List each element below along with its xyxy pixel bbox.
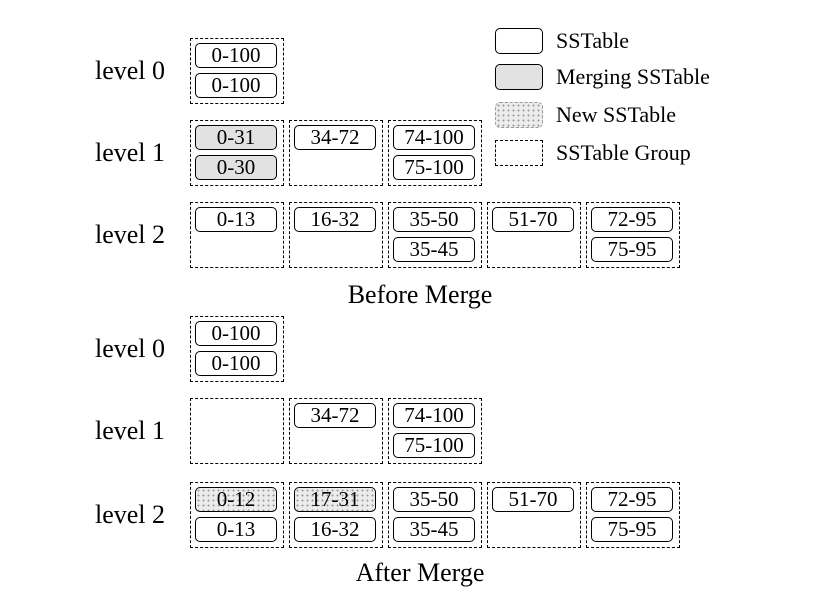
sstable-group: 51-70 (487, 202, 581, 268)
sstable: 72-95 (591, 487, 673, 512)
legend-sstable-swatch (495, 28, 543, 54)
sstable-group: 35-50 35-45 (388, 202, 482, 268)
sstable: 35-50 (393, 487, 475, 512)
sstable-group: 34-72 (289, 120, 383, 186)
sstable-group: 34-72 (289, 398, 383, 464)
merging-sstable: 0-30 (195, 155, 277, 180)
sstable: 0-100 (195, 73, 277, 98)
before-level-2-label: level 2 (95, 220, 166, 249)
before-level-0-label: level 0 (95, 56, 166, 85)
sstable: 74-100 (393, 125, 475, 150)
sstable: 72-95 (591, 207, 673, 232)
legend-merging-swatch (495, 64, 543, 90)
legend-merging-label: Merging SSTable (556, 64, 710, 89)
sstable-group: 72-95 75-95 (586, 202, 680, 268)
legend-new-swatch (495, 102, 543, 128)
legend-group-swatch (495, 140, 543, 166)
sstable: 0-100 (195, 351, 277, 376)
sstable-group (190, 398, 284, 464)
sstable: 0-100 (195, 43, 277, 68)
merging-sstable: 0-31 (195, 125, 277, 150)
sstable: 16-32 (294, 517, 376, 542)
sstable: 16-32 (294, 207, 376, 232)
sstable-group: 35-50 35-45 (388, 482, 482, 548)
sstable: 34-72 (294, 403, 376, 428)
sstable: 35-45 (393, 237, 475, 262)
after-level-2-label: level 2 (95, 500, 166, 529)
before-level-1-label: level 1 (95, 138, 166, 167)
after-level-0-label: level 0 (95, 334, 166, 363)
sstable-group: 0-12 0-13 (190, 482, 284, 548)
sstable-group: 17-31 16-32 (289, 482, 383, 548)
legend-sstable-label: SSTable (556, 28, 630, 53)
new-sstable: 0-12 (195, 487, 277, 512)
sstable: 0-13 (195, 517, 277, 542)
after-merge-caption: After Merge (355, 558, 485, 587)
sstable: 75-95 (591, 517, 673, 542)
sstable-group: 0-100 0-100 (190, 316, 284, 382)
sstable: 75-100 (393, 433, 475, 458)
sstable: 51-70 (492, 207, 574, 232)
before-merge-caption: Before Merge (347, 280, 493, 309)
sstable-group: 16-32 (289, 202, 383, 268)
sstable-group: 0-100 0-100 (190, 38, 284, 104)
legend-new-label: New SSTable (556, 102, 677, 127)
sstable: 0-13 (195, 207, 277, 232)
sstable-group: 74-100 75-100 (388, 398, 482, 464)
sstable: 35-45 (393, 517, 475, 542)
sstable: 35-50 (393, 207, 475, 232)
sstable: 75-100 (393, 155, 475, 180)
sstable-group: 74-100 75-100 (388, 120, 482, 186)
sstable: 51-70 (492, 487, 574, 512)
sstable: 34-72 (294, 125, 376, 150)
sstable-group: 0-31 0-30 (190, 120, 284, 186)
new-sstable: 17-31 (294, 487, 376, 512)
sstable: 74-100 (393, 403, 475, 428)
after-level-1-label: level 1 (95, 416, 166, 445)
sstable-group: 51-70 (487, 482, 581, 548)
legend-group-label: SSTable Group (556, 140, 691, 165)
sstable-group: 0-13 (190, 202, 284, 268)
sstable-group: 72-95 75-95 (586, 482, 680, 548)
sstable: 75-95 (591, 237, 673, 262)
sstable: 0-100 (195, 321, 277, 346)
